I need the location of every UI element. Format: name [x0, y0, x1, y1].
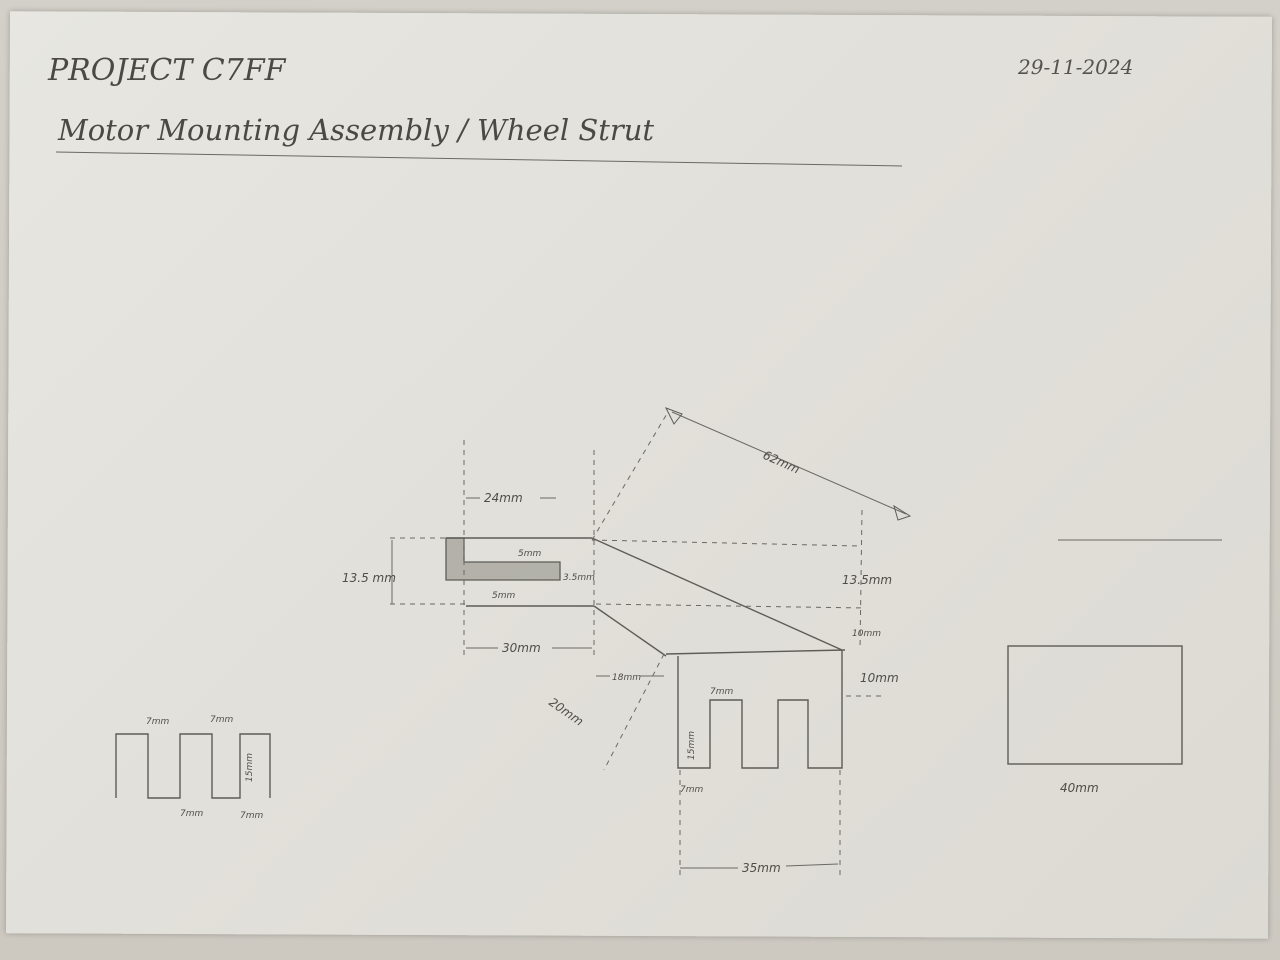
construction-line	[603, 653, 665, 771]
project-title: PROJECT C7FF	[47, 53, 287, 88]
dim-10-lower-label: 10mm	[860, 671, 899, 685]
left-detail-bottom-a: 7mm	[180, 809, 203, 819]
dim-24-label: 24mm	[484, 491, 523, 505]
dim-13-5-right-label: 13.5mm	[842, 573, 892, 587]
drawing-subtitle: Motor Mounting Assembly / Wheel Strut	[57, 113, 654, 147]
dim-30-label: 30mm	[502, 641, 541, 655]
dim-7-bottom-label: 7mm	[680, 785, 703, 795]
dim-35-line	[785, 863, 839, 867]
left-detail-bottom-b: 7mm	[240, 811, 263, 821]
dim-62-arrow-start	[664, 407, 683, 425]
dim-3-5-label: 3.5mm	[563, 573, 595, 583]
dim-5mm-lower-label: 5mm	[492, 591, 515, 601]
dim-10-upper-label: 10mm	[852, 629, 881, 639]
comb-profile	[677, 650, 843, 769]
dim-62-label: 62mm	[761, 448, 802, 477]
construction-line	[595, 603, 867, 609]
dim-15-comb-label: 15mm	[687, 731, 697, 760]
dim-7-top-label: 7mm	[710, 687, 733, 697]
l-profile-section	[445, 537, 561, 581]
subtitle-underline	[55, 151, 903, 167]
dim-18-label: 18mm	[612, 673, 641, 683]
left-detail-top-b: 7mm	[210, 715, 233, 725]
dim-5mm-label: 5mm	[518, 549, 541, 559]
left-detail-side: 15mm	[245, 753, 255, 782]
dim-13-5-left-label: 13.5 mm	[342, 571, 396, 585]
mount-top-line	[665, 649, 846, 655]
left-comb-detail	[115, 733, 271, 799]
dim-20-label: 20mm	[546, 695, 586, 729]
strut-slope-line	[591, 537, 843, 651]
construction-line	[591, 411, 669, 541]
dim-62-line	[671, 411, 907, 515]
construction-line	[591, 539, 861, 547]
left-detail-top-a: 7mm	[146, 717, 169, 727]
right-plate-detail	[1007, 645, 1183, 765]
dim-35-label: 35mm	[742, 861, 781, 875]
construction-line	[859, 509, 863, 651]
lower-slope-line	[593, 605, 667, 657]
drawing-date: 29-11-2024	[1017, 55, 1133, 79]
right-detail-width: 40mm	[1060, 781, 1099, 795]
dim-62-arrow-end	[893, 504, 912, 521]
